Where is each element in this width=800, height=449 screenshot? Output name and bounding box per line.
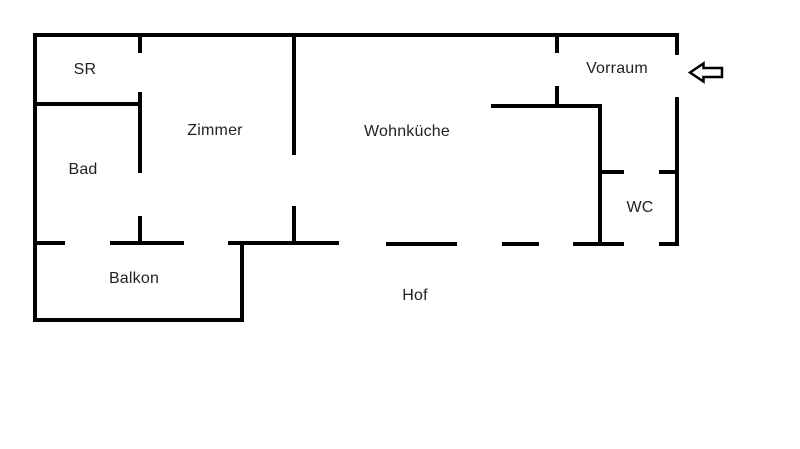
room-label-wc: WC <box>626 199 654 216</box>
room-label-sr: SR <box>73 61 97 78</box>
entrance-arrow-icon <box>687 61 724 84</box>
room-label-wohnkueche: Wohnküche <box>363 123 451 140</box>
room-label-vorraum: Vorraum <box>586 60 648 77</box>
room-label-balkon: Balkon <box>108 270 160 287</box>
room-label-hof: Hof <box>402 287 428 304</box>
room-label-bad: Bad <box>68 161 98 178</box>
room-label-zimmer: Zimmer <box>187 122 243 139</box>
